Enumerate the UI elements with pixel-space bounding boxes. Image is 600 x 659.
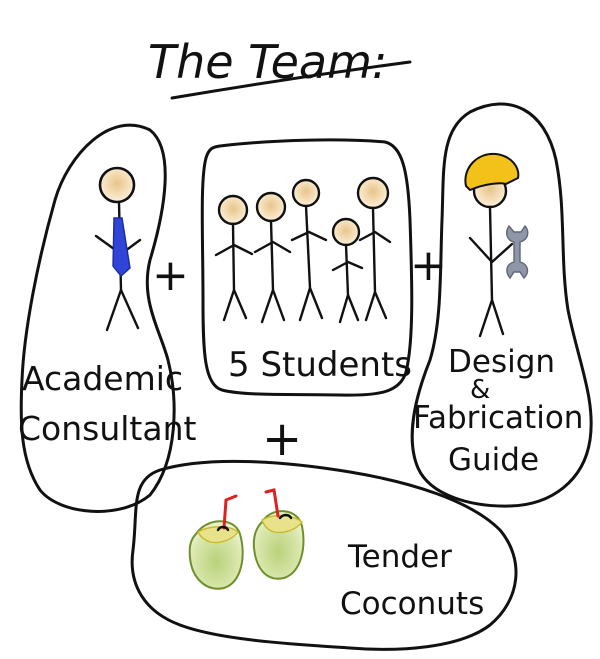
plus-sign-1: + xyxy=(152,250,189,301)
head-icon xyxy=(358,178,388,208)
guide-figure xyxy=(465,154,527,336)
student-figure xyxy=(292,180,326,320)
students-label: 5 Students xyxy=(228,345,412,385)
head-icon xyxy=(257,193,285,221)
coconuts-label-line1: Tender xyxy=(347,539,452,575)
guide-label-line1: Design xyxy=(448,344,555,380)
coconuts-label-line2: Coconuts xyxy=(340,586,484,622)
hard-hat-icon xyxy=(465,154,518,190)
title-group: The Team: xyxy=(148,35,410,98)
guide-label-line3: Fabrication xyxy=(413,400,583,436)
student-figure xyxy=(358,178,390,320)
coconut-figure xyxy=(190,496,243,589)
head-icon xyxy=(293,180,319,206)
tie-icon xyxy=(113,218,130,276)
consultant-figure xyxy=(96,168,140,330)
consultant-label-line1: Academic xyxy=(22,359,183,398)
student-figure xyxy=(216,196,252,320)
consultant-label-line2: Consultant xyxy=(18,409,196,448)
head-icon xyxy=(100,168,134,202)
group-academic-consultant: Academic Consultant xyxy=(18,125,196,511)
head-icon xyxy=(333,219,359,245)
straw-icon xyxy=(266,490,278,516)
group-design-guide: Design & Fabrication Guide xyxy=(412,104,591,506)
student-figure xyxy=(333,219,362,322)
legs-line xyxy=(107,290,138,330)
student-figure xyxy=(255,193,290,322)
consultant-outline xyxy=(21,125,174,511)
head-icon xyxy=(219,196,247,224)
group-students: 5 Students xyxy=(202,140,412,395)
plus-sign-3: + xyxy=(262,411,302,467)
coconut-figure xyxy=(254,490,304,579)
diagram-title: The Team: xyxy=(148,35,387,89)
wrench-icon xyxy=(507,226,528,278)
guide-label-line4: Guide xyxy=(448,442,539,478)
group-tender-coconuts: Tender Coconuts xyxy=(132,461,516,649)
